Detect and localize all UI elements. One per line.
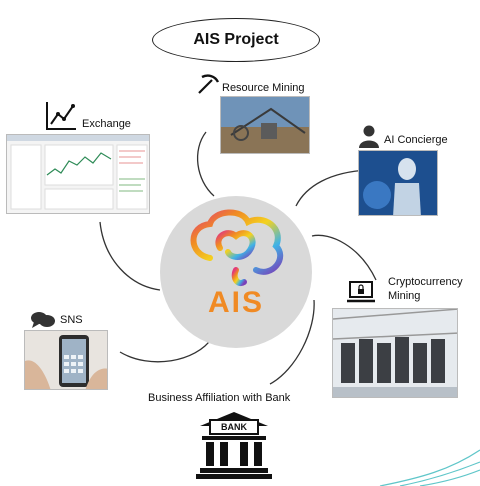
ai-concierge-label: AI Concierge [384, 134, 448, 146]
title-oval: AIS Project [152, 18, 320, 62]
crypto-label-line2: Mining [388, 290, 421, 302]
curve-crypto [311, 234, 377, 281]
curve-concierge [295, 169, 369, 207]
crypto-mining-photo [332, 308, 458, 398]
person-icon [359, 125, 379, 148]
sns-phone-photo [24, 330, 108, 390]
pickaxe-icon [198, 74, 220, 94]
resource-mining-photo [220, 96, 310, 154]
ais-logo-icon [190, 209, 284, 286]
curve-bank [269, 299, 315, 385]
crypto-label-line1: Cryptocurrency [388, 276, 463, 288]
exchange-label: Exchange [82, 118, 131, 130]
exchange-screenshot [6, 134, 150, 214]
resource-mining-label: Resource Mining [222, 82, 305, 94]
curve-resource [196, 131, 215, 197]
curve-sns [119, 337, 213, 363]
bank-sign-text: BANK [221, 422, 247, 432]
diagram-title: AIS Project [193, 31, 279, 48]
ai-concierge-photo [358, 150, 438, 216]
curve-exchange [99, 221, 161, 291]
ais-logo-text: AIS [207, 286, 264, 319]
teal-wave-decoration [379, 449, 480, 486]
sns-label: SNS [60, 314, 83, 326]
bank-building-icon [196, 412, 272, 479]
bank-affiliation-label: Business Affiliation with Bank [148, 392, 291, 404]
chat-bubbles-icon [31, 312, 55, 328]
line-chart-icon [46, 102, 76, 130]
laptop-lock-icon [347, 281, 375, 303]
